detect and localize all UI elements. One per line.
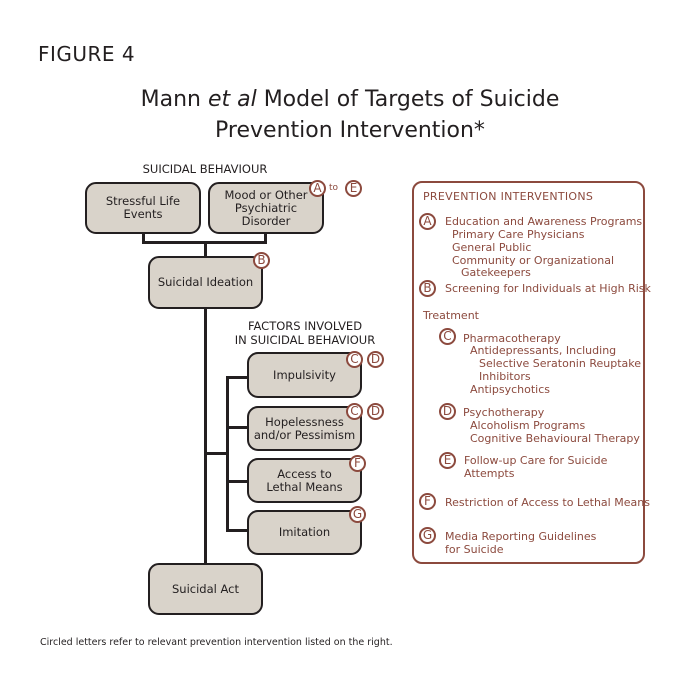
intervention-c-item: Inhibitors (479, 370, 531, 383)
connector (204, 308, 207, 564)
intervention-d-item: Alcoholism Programs (470, 419, 586, 432)
connector (226, 376, 248, 379)
interventions-header: PREVENTION INTERVENTIONS (423, 190, 594, 203)
intervention-a-item: Primary Care Physicians (452, 228, 585, 241)
connector (142, 233, 145, 243)
connector (264, 233, 267, 243)
intervention-circle-a: A (419, 213, 436, 230)
connector (226, 426, 248, 429)
intervention-circle-f: F (419, 493, 436, 510)
intervention-circle-b: B (419, 280, 436, 297)
intervention-circle-d: D (439, 403, 456, 420)
node-suicidal-ideation: Suicidal Ideation (148, 256, 263, 309)
connector (226, 529, 248, 532)
intervention-c-item: Antipsychotics (470, 383, 550, 396)
intervention-f-title: Restriction of Access to Lethal Means (445, 496, 650, 509)
marker-circle-e: E (345, 180, 362, 197)
prevention-interventions-panel (412, 181, 645, 564)
intervention-a-item: General Public (452, 241, 532, 254)
intervention-d-title: Psychotherapy (463, 406, 545, 419)
intervention-a-title: Education and Awareness Programs (445, 215, 643, 228)
suicidal-behaviour-header: SUICIDAL BEHAVIOUR (142, 162, 268, 176)
intervention-g-title: Media Reporting Guidelines for Suicide (445, 530, 597, 556)
marker-circle-g: G (349, 506, 366, 523)
marker-circle-d: D (367, 403, 384, 420)
intervention-a-item: Community or Organizational (452, 254, 615, 267)
intervention-d-item: Cognitive Behavioural Therapy (470, 432, 640, 445)
intervention-circle-g: G (419, 527, 436, 544)
marker-circle-c: C (346, 403, 363, 420)
marker-to-text: to (329, 183, 339, 193)
intervention-circle-e: E (439, 452, 456, 469)
intervention-a-item: Gatekeepers (461, 266, 531, 279)
marker-circle-c: C (346, 351, 363, 368)
marker-circle-f: F (349, 455, 366, 472)
marker-circle-a: A (309, 180, 326, 197)
title-line-1: Mann et al Model of Targets of Suicide (140, 87, 560, 112)
footnote: Circled letters refer to relevant preven… (40, 637, 393, 648)
node-stressful-life-events: Stressful Life Events (85, 182, 201, 234)
intervention-b-title: Screening for Individuals at High Risk (445, 282, 651, 295)
connector (204, 452, 228, 455)
node-impulsivity: Impulsivity (247, 352, 362, 398)
marker-circle-b: B (253, 252, 270, 269)
treatment-label: Treatment (423, 309, 479, 322)
marker-circle-d: D (367, 351, 384, 368)
connector (226, 480, 248, 483)
intervention-circle-c: C (439, 328, 456, 345)
factors-header: FACTORS INVOLVED IN SUICIDAL BEHAVIOUR (234, 319, 376, 347)
figure-title: Mann et al Model of Targets of Suicide P… (0, 84, 700, 146)
title-italic: et al (207, 87, 257, 112)
intervention-c-item: Antidepressants, Including (470, 344, 617, 357)
intervention-c-item: Selective Seratonin Reuptake (479, 357, 641, 370)
intervention-c-title: Pharmacotherapy (463, 332, 561, 345)
connector (204, 241, 207, 257)
intervention-e-title: Follow-up Care for Suicide Attempts (464, 454, 608, 480)
node-suicidal-act: Suicidal Act (148, 563, 263, 615)
title-line-2: Prevention Intervention* (215, 118, 485, 143)
figure-label: FIGURE 4 (38, 42, 136, 66)
node-imitation: Imitation (247, 510, 362, 555)
